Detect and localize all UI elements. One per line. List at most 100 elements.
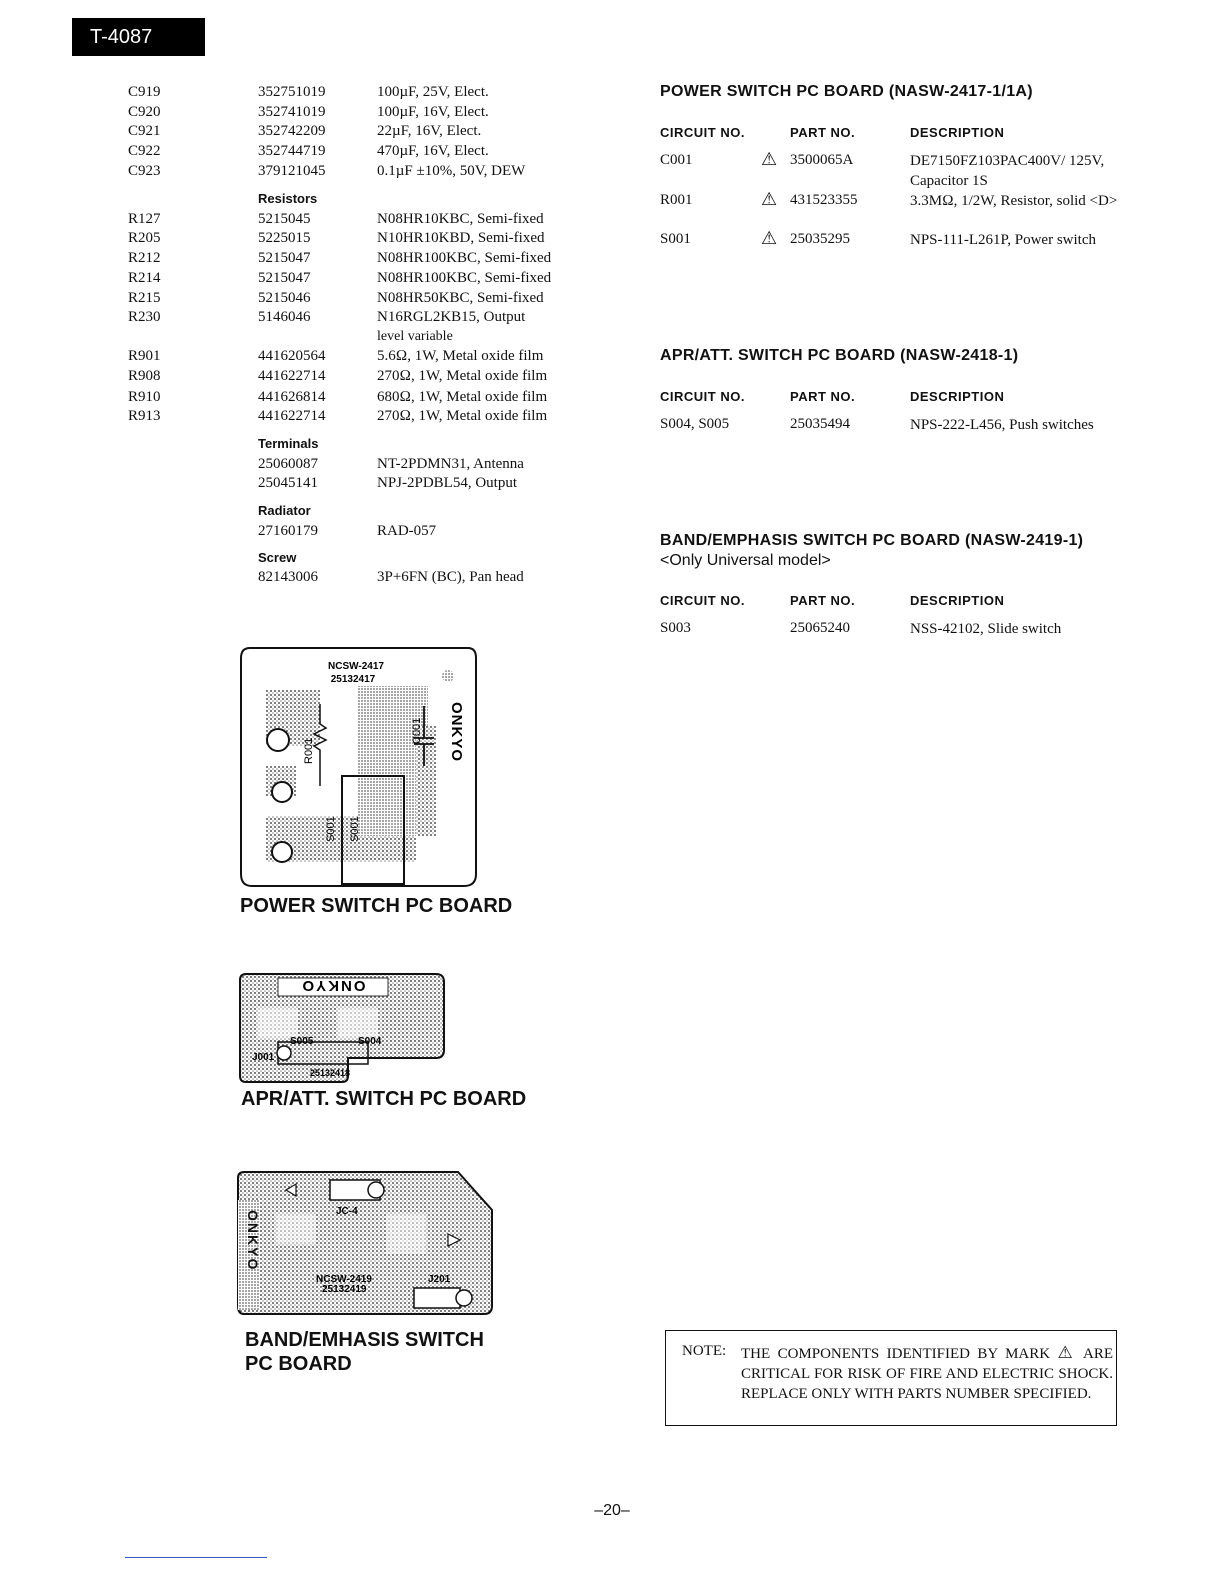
circuit-no: C919	[128, 84, 161, 100]
circuit-no: R205	[128, 230, 161, 246]
part-no: 5225015	[258, 230, 311, 246]
part-no: 25060087	[258, 456, 318, 472]
resistor-symbol	[312, 704, 328, 786]
pad-area	[258, 1008, 298, 1038]
part-no: 5215047	[258, 270, 311, 286]
part-no: 5215045	[258, 211, 311, 227]
description: N10HR10KBD, Semi-fixed	[377, 230, 545, 246]
description: NPS-222-L456, Push switches	[910, 417, 1094, 433]
part-no: 25045141	[258, 475, 318, 491]
description: 0.1µF ±10%, 50V, DEW	[377, 163, 526, 179]
part-no: 441622714	[258, 368, 326, 384]
ref-label: S005	[290, 1036, 314, 1047]
pad-area	[386, 1214, 426, 1254]
description: 470µF, 16V, Elect.	[377, 143, 489, 159]
mount-hole	[266, 728, 290, 752]
pad-area	[338, 1008, 378, 1038]
part-no: 352751019	[258, 84, 326, 100]
circuit-no: R127	[128, 211, 161, 227]
part-no: 3500065A	[790, 152, 854, 168]
part-no: 5215047	[258, 250, 311, 266]
part-no: 82143006	[258, 569, 318, 585]
circuit-no: C920	[128, 104, 161, 120]
description: 5.6Ω, 1W, Metal oxide film	[377, 348, 544, 364]
description: 680Ω, 1W, Metal oxide film	[377, 389, 548, 405]
brand-logo: ONKYO	[245, 1210, 261, 1271]
circuit-no: R908	[128, 368, 161, 384]
column-header-part: PART NO.	[790, 125, 856, 140]
description: 3P+6FN (BC), Pan head	[377, 569, 524, 585]
note-box: NOTE: THE COMPONENTS IDENTIFIED BY MARK …	[665, 1330, 1117, 1426]
model-tag: T-4087	[72, 18, 205, 56]
apr-board-label: APR/ATT. SWITCH PC BOARD	[241, 1088, 527, 1110]
part-no: 25035494	[790, 416, 850, 432]
ref-label: S001	[349, 816, 361, 842]
page-number: –20–	[594, 1502, 630, 1519]
apr-att-board-drawing: ONKYO S005 S004 J001 25132418	[239, 973, 445, 1083]
description: N08HR50KBC, Semi-fixed	[377, 290, 544, 306]
part-no: 379121045	[258, 163, 326, 179]
part-no: 352742209	[258, 123, 326, 139]
band-emphasis-title: BAND/EMPHASIS SWITCH PC BOARD (NASW-2419…	[660, 532, 1084, 549]
screw-heading: Screw	[258, 550, 297, 565]
circuit-no: R913	[128, 408, 161, 424]
terminals-heading: Terminals	[258, 436, 319, 451]
column-header-description: DESCRIPTION	[910, 125, 1005, 140]
footer-rule	[125, 1557, 267, 1558]
power-switch-board-drawing: NCSW-2417 25132417 R001 C001 S001 S001 O…	[240, 647, 477, 887]
radiator-heading: Radiator	[258, 503, 311, 518]
circuit-no: C921	[128, 123, 161, 139]
description: NT-2PDMN31, Antenna	[377, 456, 524, 472]
board-part-no: 25132417	[331, 674, 376, 685]
ref-label: C001	[411, 718, 423, 744]
part-no: 352744719	[258, 143, 326, 159]
circuit-no: S004, S005	[660, 416, 730, 432]
description-continued: level variable	[377, 329, 453, 344]
note-text: THE COMPONENTS IDENTIFIED BY MARK ⚠ ARE …	[741, 1343, 1113, 1404]
circuit-no: S001	[660, 231, 691, 247]
resistors-heading: Resistors	[258, 191, 318, 206]
part-no: 25065240	[790, 620, 850, 636]
power-switch-title: POWER SWITCH PC BOARD (NASW-2417-1/1A)	[660, 83, 1033, 100]
mount-hole	[442, 670, 454, 682]
band-emphasis-subtitle: <Only Universal model>	[660, 552, 831, 569]
note-text-before: THE COMPONENTS IDENTIFIED BY MARK	[741, 1346, 1051, 1362]
part-no: 441620564	[258, 348, 326, 364]
part-no: 431523355	[790, 192, 858, 208]
description: N16RGL2KB15, Output	[377, 309, 526, 325]
warning-icon: ⚠	[761, 149, 778, 169]
band-emphasis-board-drawing: ONKYO JC-4 NCSW-2419 25132419 J201	[237, 1171, 493, 1315]
board-part-no: 25132419	[322, 1284, 367, 1295]
description: 270Ω, 1W, Metal oxide film	[377, 368, 548, 384]
part-no: 25035295	[790, 231, 850, 247]
description: 3.3MΩ, 1/2W, Resistor, solid <D>	[910, 193, 1118, 209]
ref-label: R001	[303, 738, 315, 764]
description: NSS-42102, Slide switch	[910, 621, 1062, 637]
part-no: 352741019	[258, 104, 326, 120]
circuit-no: R214	[128, 270, 161, 286]
logo-band	[277, 977, 389, 997]
description: NPS-111-L261P, Power switch	[910, 232, 1096, 248]
mount-hole	[271, 781, 293, 803]
arrow-right-icon	[447, 1233, 462, 1247]
description: 100µF, 16V, Elect.	[377, 104, 489, 120]
ref-label: JC-4	[336, 1206, 358, 1217]
part-no: 27160179	[258, 523, 318, 539]
board-code: NCSW-2417	[328, 661, 384, 672]
band-board-label: BAND/EMHASIS SWITCH PC BOARD	[245, 1328, 484, 1376]
circuit-no: R230	[128, 309, 161, 325]
ref-label: J001	[252, 1052, 275, 1063]
description: 22µF, 16V, Elect.	[377, 123, 482, 139]
circuit-no: R910	[128, 389, 161, 405]
description: RAD-057	[377, 523, 437, 539]
note-text-after: ARE CRITICAL FOR RISK OF FIRE AND ELECTR…	[741, 1346, 1113, 1402]
ref-label: S001	[325, 816, 337, 842]
description: DE7150FZ103PAC400V/ 125V, Capacitor 1S	[910, 153, 1105, 189]
switch-outline	[413, 1287, 461, 1309]
mount-hole	[455, 1289, 473, 1307]
arrow-left-icon	[284, 1182, 297, 1198]
circuit-no: S003	[660, 620, 691, 636]
part-no: 441626814	[258, 389, 326, 405]
band-board-label-line2: PC BOARD	[245, 1353, 352, 1375]
copper-trace	[416, 726, 436, 836]
